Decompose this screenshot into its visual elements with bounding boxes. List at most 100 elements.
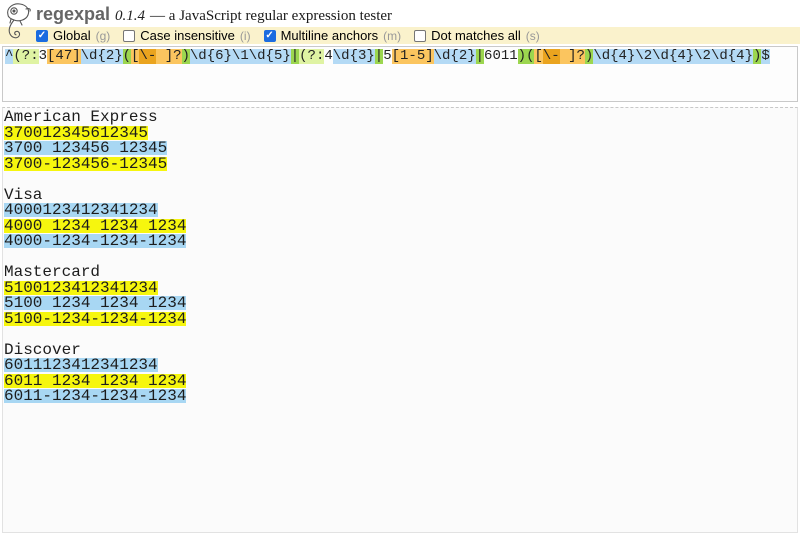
- regex-token: ): [181, 48, 190, 64]
- checkbox-unchecked-icon[interactable]: [123, 29, 136, 42]
- regex-token: |: [374, 48, 384, 64]
- test-line: [4, 327, 797, 343]
- test-line: 4000 1234 1234 1234: [4, 216, 797, 235]
- regex-token: (?:: [13, 48, 39, 64]
- test-line: 5100-1234-1234-1234: [4, 309, 797, 328]
- test-line: 3700 123456 12345: [4, 139, 797, 157]
- regex-token: [47]: [47, 48, 81, 64]
- match-highlight: 5100-1234-1234-1234: [4, 309, 187, 328]
- option-label: Case insensitive: [140, 28, 235, 43]
- regex-token: \-: [542, 48, 560, 64]
- regex-token: [559, 49, 569, 64]
- app-name: regexpal: [36, 4, 111, 24]
- match-highlight: 4000-1234-1234-1234: [4, 232, 187, 250]
- regex-token: ): [584, 48, 594, 64]
- match-highlight: 370012345612345: [4, 123, 149, 142]
- regex-token: |: [290, 48, 300, 64]
- options-bar: ✓ Global (g) Case insensitive (i) ✓ Multiline …: [0, 27, 800, 44]
- check-icon: ✓: [37, 29, 47, 41]
- test-line: [4, 172, 797, 188]
- regex-token: ): [752, 48, 762, 64]
- test-line: 4000-1234-1234-1234: [4, 232, 797, 250]
- regex-token: \d{4}: [710, 48, 753, 64]
- regex-token: $: [761, 48, 770, 64]
- chameleon-logo-icon: [7, 3, 31, 39]
- test-line: 6011123412341234: [4, 356, 797, 374]
- test-text: American Express: [4, 108, 158, 126]
- option-flag: (i): [239, 28, 251, 43]
- option-flag: (s): [525, 28, 540, 43]
- regex-token: \d{2}: [80, 48, 123, 64]
- checkbox-checked-icon[interactable]: ✓: [263, 29, 276, 42]
- app-subtitle: — a JavaScript regular expression tester: [150, 8, 393, 24]
- test-line: Discover: [4, 340, 797, 359]
- test-text: Visa: [4, 185, 43, 204]
- regex-token: ?: [173, 48, 182, 64]
- regex-token: ]: [164, 48, 174, 64]
- match-highlight: 4000 1234 1234 1234: [4, 216, 187, 235]
- regex-token: ): [517, 48, 527, 64]
- regex-token: ]: [568, 48, 577, 64]
- regex-token: \-: [139, 48, 157, 64]
- regex-token: \d{4}: [652, 48, 695, 64]
- regex-token: \d{4}: [593, 48, 636, 64]
- test-line: 370012345612345: [4, 123, 797, 142]
- regex-token: [1-5]: [391, 48, 434, 64]
- option-label: Dot matches all: [431, 28, 521, 43]
- checkbox-checked-icon[interactable]: ✓: [36, 29, 48, 42]
- option-flag: (g): [95, 28, 111, 43]
- option-global[interactable]: ✓ Global (g): [36, 28, 110, 43]
- checkbox-unchecked-icon[interactable]: [414, 29, 427, 42]
- regex-token: \1: [231, 48, 249, 64]
- test-text: Mastercard: [4, 263, 101, 281]
- app-version: 0.1.4: [115, 8, 146, 24]
- regex-token: |: [475, 48, 485, 64]
- regex-token: \2: [635, 48, 653, 64]
- match-highlight: 3700-123456-12345: [4, 154, 168, 173]
- regex-token: 5: [383, 48, 392, 64]
- regex-token: \d{3}: [332, 48, 375, 64]
- test-line: 6011-1234-1234-1234: [4, 387, 797, 405]
- test-line: 6011 1234 1234 1234: [4, 371, 797, 390]
- test-line: 5100 1234 1234 1234: [4, 294, 797, 312]
- regex-token: [: [534, 48, 543, 64]
- test-text: Discover: [4, 340, 81, 359]
- match-highlight: 5100123412341234: [4, 278, 158, 297]
- regex-token: [: [131, 48, 140, 64]
- check-icon: ✓: [265, 29, 274, 41]
- regex-token: \d{5}: [248, 48, 291, 64]
- option-flag: (m): [383, 28, 402, 43]
- regex-token: \d{2}: [433, 48, 476, 64]
- regex-highlighted-text: ^(?:3[47]\d{2}([\- ]?)\d{6}\1\d{5}|(?:4\…: [5, 49, 797, 66]
- test-line: Mastercard: [4, 263, 797, 281]
- test-line: Visa: [4, 185, 797, 204]
- match-highlight: 5100 1234 1234 1234: [4, 294, 187, 312]
- match-highlight: 4000123412341234: [4, 201, 158, 219]
- regex-token: 6011: [484, 48, 518, 64]
- option-dot-matches-all[interactable]: Dot matches all (s): [414, 28, 540, 43]
- option-label: Global: [53, 28, 91, 43]
- match-highlight: 6011 1234 1234 1234: [4, 371, 187, 390]
- match-highlight: 6011123412341234: [4, 356, 158, 374]
- test-line: American Express: [4, 108, 797, 126]
- test-line: 3700-123456-12345: [4, 154, 797, 173]
- regex-token: [156, 49, 165, 64]
- test-line: [4, 250, 797, 266]
- regex-token: 4: [324, 48, 333, 64]
- option-multiline-anchors[interactable]: ✓ Multiline anchors (m): [263, 28, 402, 43]
- match-highlight: 6011-1234-1234-1234: [4, 387, 187, 405]
- regex-token: ?: [576, 48, 585, 64]
- regex-token: 3: [38, 48, 48, 64]
- option-case-insensitive[interactable]: Case insensitive (i): [123, 28, 251, 43]
- regex-token: (: [122, 48, 132, 64]
- regex-token: (: [526, 48, 535, 64]
- regex-input[interactable]: ^(?:3[47]\d{2}([\- ]?)\d{6}\1\d{5}|(?:4\…: [2, 46, 798, 102]
- regex-token: (?:: [299, 48, 325, 64]
- match-highlight: 3700 123456 12345: [4, 139, 168, 157]
- test-line: 5100123412341234: [4, 278, 797, 297]
- regex-token: \2: [694, 48, 711, 64]
- option-label: Multiline anchors: [280, 28, 379, 43]
